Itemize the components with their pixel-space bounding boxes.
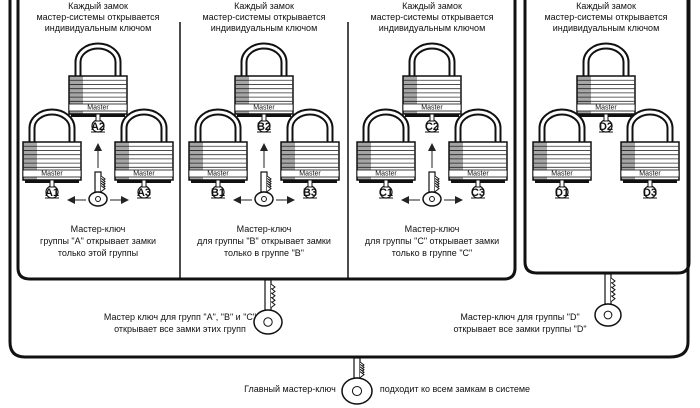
group-header-line: Каждый замок	[68, 1, 128, 11]
d-master-key-icon	[594, 273, 622, 327]
group-master-key-icon	[254, 171, 274, 207]
grand-master-key-icon	[341, 357, 373, 405]
group-caption-line: для группы "С" открывает замки	[365, 236, 499, 246]
brand-label: Master	[551, 171, 573, 178]
grand-master-text-left: Главный мастер-ключ	[244, 384, 336, 394]
lock-label: D2	[599, 121, 613, 133]
group-header-line: мастер-системы открывается	[544, 12, 667, 22]
group-caption-line: только в группе "С"	[392, 248, 472, 258]
lock-label: C2	[425, 121, 439, 133]
brand-label: Master	[133, 171, 155, 178]
group-caption-line: группы "А" открывает замки	[40, 236, 156, 246]
group-caption-line: Мастер-ключ	[71, 224, 126, 234]
group-header-line: Каждый замок	[402, 1, 462, 11]
brand-label: Master	[595, 105, 617, 112]
grand-master-text-right: подходит ко всем замкам в системе	[380, 384, 530, 394]
lock-label: A1	[45, 187, 59, 199]
brand-label: Master	[207, 171, 229, 178]
group-header-line: индивидуальным ключом	[45, 23, 152, 33]
group-caption-line: Мастер-ключ	[237, 224, 292, 234]
group-caption-line: только этой группы	[58, 248, 138, 258]
lock-label: B2	[257, 121, 271, 133]
lock-label: A2	[91, 121, 105, 133]
brand-label: Master	[421, 105, 443, 112]
grand-master-bracket	[8, 0, 690, 359]
abc-master-text-2: открывает все замки этих групп	[114, 324, 246, 334]
brand-label: Master	[299, 171, 321, 178]
group-master-key-icon	[88, 171, 108, 207]
group-header-line: мастер-системы открывается	[370, 12, 493, 22]
brand-label: Master	[639, 171, 661, 178]
d-master-text-1: Мастер-ключ для группы "D"	[460, 312, 579, 322]
brand-label: Master	[41, 171, 63, 178]
group-header-line: индивидуальным ключом	[553, 23, 660, 33]
group-header-line: Каждый замок	[234, 1, 294, 11]
lock-label: D3	[643, 187, 657, 199]
abc-master-bracket	[16, 0, 517, 281]
group-header-line: Каждый замок	[576, 1, 636, 11]
lock-label: C1	[379, 187, 393, 199]
group-header-line: мастер-системы открывается	[36, 12, 159, 22]
group-caption-line: для группы "В" открывает замки	[197, 236, 331, 246]
brand-label: Master	[375, 171, 397, 178]
group-caption-line: Мастер-ключ	[405, 224, 460, 234]
abc-master-text-1: Мастер ключ для групп "А", "В" и "С"	[104, 312, 256, 322]
brand-label: Master	[87, 105, 109, 112]
group-master-key-icon	[422, 171, 442, 207]
lock-label: D1	[555, 187, 569, 199]
group-caption-line: только в группе "В"	[224, 248, 304, 258]
abc-master-key-icon	[253, 279, 283, 335]
group-header-line: индивидуальным ключом	[379, 23, 486, 33]
lock-label: A3	[137, 187, 151, 199]
lock-label: C3	[471, 187, 485, 199]
lock-label: B3	[303, 187, 317, 199]
brand-label: Master	[253, 105, 275, 112]
group-header-line: индивидуальным ключом	[211, 23, 318, 33]
d-master-bracket	[523, 0, 691, 275]
lock-label: B1	[211, 187, 225, 199]
brand-label: Master	[467, 171, 489, 178]
group-header-line: мастер-системы открывается	[202, 12, 325, 22]
d-master-text-2: открывает все замки группы "D"	[453, 324, 586, 334]
